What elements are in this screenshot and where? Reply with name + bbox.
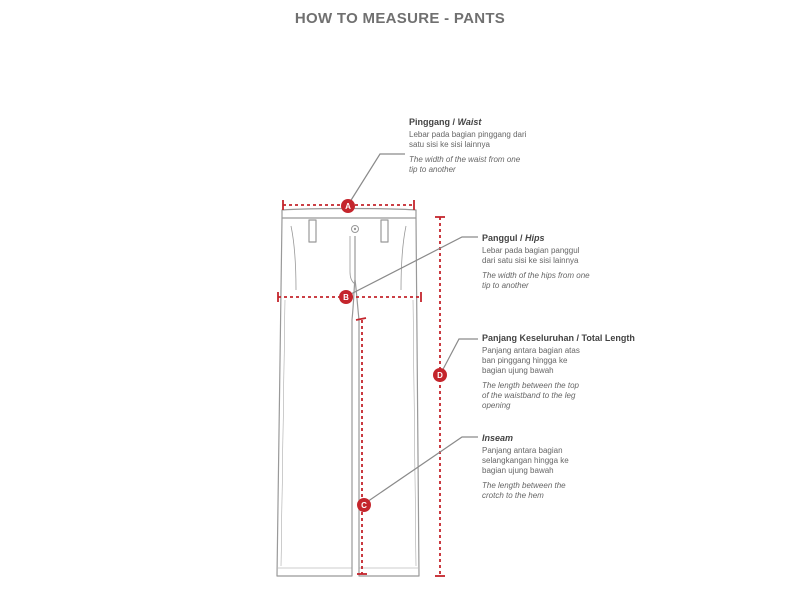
annotation-desc-id: Lebar pada bagian panggul dari satu sisi… — [482, 246, 580, 265]
pants-outline — [276, 207, 420, 577]
waistband — [281, 207, 417, 219]
annotation-heading: Pinggang / Waist — [409, 117, 482, 127]
seam-right — [412, 299, 417, 567]
leader-a — [347, 153, 405, 206]
leader-d — [439, 338, 478, 376]
pocket-right — [400, 225, 407, 291]
leader-lines — [344, 153, 478, 505]
badge-d: D — [433, 368, 447, 382]
svg-text:C: C — [361, 501, 367, 510]
belt-loop-right — [380, 219, 389, 243]
annotation-desc-en: The length between the crotch to the hem — [482, 481, 566, 500]
annotation-heading: Panjang Keseluruhan / Total Length — [482, 333, 635, 343]
pocket-left — [290, 225, 297, 291]
fly-stitch — [349, 236, 356, 285]
page-title: HOW TO MEASURE - PANTS — [294, 10, 506, 27]
svg-text:B: B — [343, 293, 349, 302]
annotation-waist: Pinggang / Waist Lebar pada bagian pingg… — [409, 117, 529, 175]
measure-end-ticks — [277, 200, 445, 577]
annotation-heading: Inseam — [482, 433, 514, 443]
annotation-desc-en: The width of the waist from one tip to a… — [409, 155, 521, 174]
annotation-desc-en: The length between the top of the waistb… — [482, 381, 579, 410]
leader-c — [363, 436, 478, 505]
measure-lines — [278, 204, 441, 576]
left-leg — [276, 217, 356, 577]
leader-b — [344, 236, 478, 298]
annotation-hips: Panggul / Hips Lebar pada bagian panggul… — [482, 233, 590, 291]
svg-text:D: D — [437, 371, 443, 380]
annotation-heading: Panggul / Hips — [482, 233, 545, 243]
annotation-desc-id: Panjang antara bagian selangkangan hingg… — [482, 446, 569, 475]
annotation-desc-en: The width of the hips from one tip to an… — [482, 271, 590, 290]
belt-loop-left — [308, 219, 317, 243]
seam-left — [280, 299, 286, 567]
annotation-desc-id: Panjang antara bagian atas ban pinggang … — [482, 346, 580, 375]
badge-c: C — [357, 498, 371, 512]
annotation-total-length: Panjang Keseluruhan / Total Length Panja… — [482, 333, 635, 411]
annotation-inseam: Inseam Panjang antara bagian selangkanga… — [482, 433, 578, 501]
right-leg — [354, 217, 420, 577]
badge-a: A — [341, 199, 355, 213]
badge-b: B — [339, 290, 353, 304]
svg-text:A: A — [345, 202, 351, 211]
annotation-desc-id: Lebar pada bagian pinggang dari satu sis… — [409, 130, 527, 149]
